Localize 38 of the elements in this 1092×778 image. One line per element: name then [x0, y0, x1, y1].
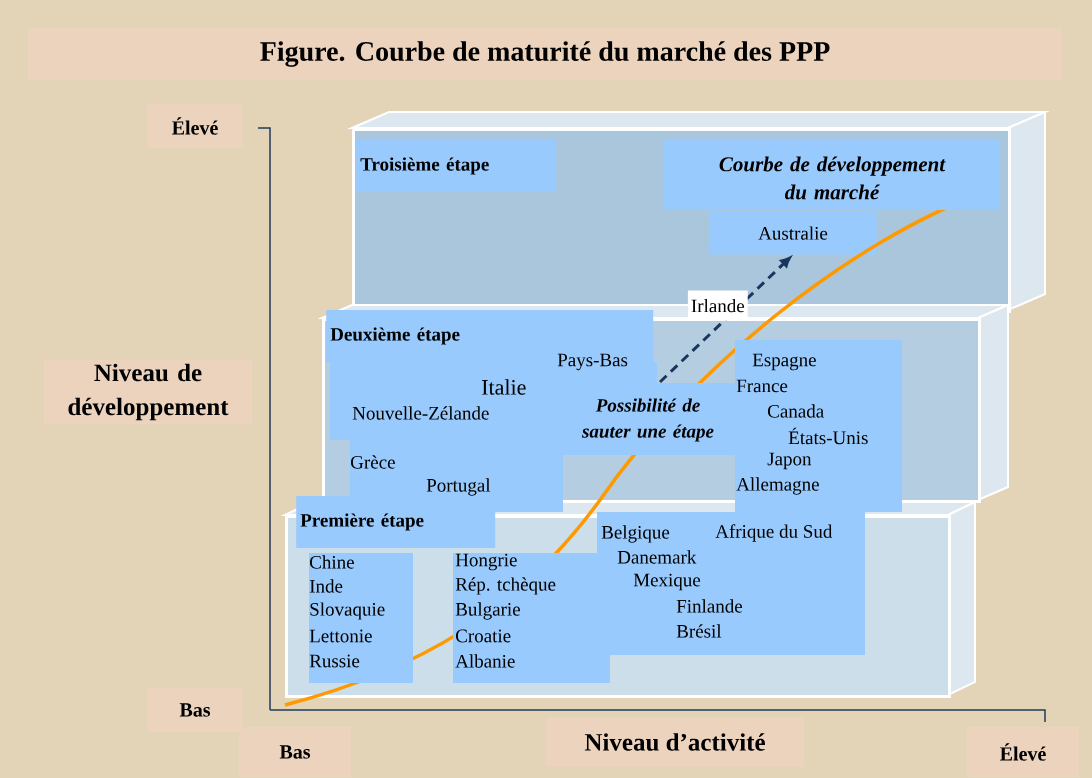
edge-label: Irlande	[687, 290, 748, 321]
country-name: Inde	[309, 579, 343, 593]
country-name: Lettonie	[309, 629, 372, 643]
axis-label: Élevé	[967, 727, 1079, 777]
annotation: Possibilité de sauter une étape	[581, 398, 714, 442]
country-name: Slovaquie	[310, 602, 385, 620]
country-name: Mexique	[633, 573, 701, 591]
country-name: Bulgarie	[455, 602, 520, 620]
country-name: Danemark	[617, 550, 697, 564]
country-name: Espagne	[752, 353, 816, 371]
country-name: Chine	[310, 555, 354, 569]
axis-title: Niveau de développement	[44, 359, 252, 425]
country-name: Nouvelle-Zélande	[352, 406, 489, 420]
country-name: Brésil	[676, 624, 722, 638]
country-name: Croatie	[456, 629, 511, 643]
country-name: Australie	[709, 211, 877, 255]
country-name: Canada	[768, 404, 824, 418]
axis-title: Niveau d’activité	[546, 717, 804, 767]
axis-label: Bas	[147, 688, 243, 732]
title: Figure. Courbe de maturité du marché des PPP	[28, 28, 1062, 80]
axis-label: Élevé	[147, 104, 243, 148]
country-name: Portugal	[426, 478, 491, 496]
country-name: Afrique du Sud	[715, 524, 833, 542]
country-name: Rép. tchèque	[455, 577, 556, 595]
country-name: France	[736, 379, 788, 393]
axis-label: Bas	[239, 727, 351, 777]
country-name: Japon	[767, 452, 812, 470]
country-name: États-Unis	[788, 427, 868, 445]
country-name: Albanie	[455, 654, 515, 668]
country-name: Italie	[482, 379, 526, 395]
country-name: Hongrie	[455, 553, 517, 571]
country-name: Russie	[309, 654, 360, 668]
arrow	[658, 256, 791, 384]
country-name: Grèce	[351, 455, 395, 469]
country-name: Allemagne	[736, 477, 819, 495]
country-name: Pays-Bas	[557, 353, 628, 371]
country-name: Belgique	[601, 525, 670, 543]
country-name: Finlande	[676, 599, 743, 613]
